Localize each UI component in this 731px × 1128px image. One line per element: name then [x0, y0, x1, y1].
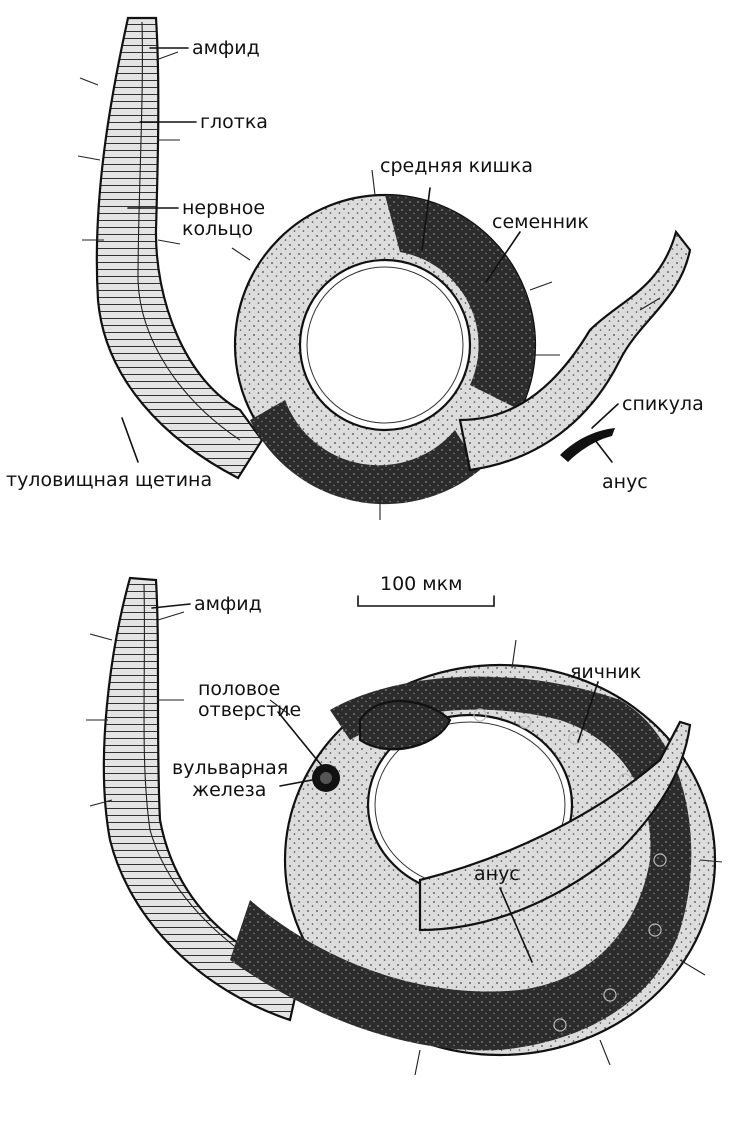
female-label-genital-line1: половое: [198, 678, 280, 700]
female-label-vulvar-line2: железа: [192, 779, 266, 801]
male-label-pharynx: глотка: [200, 111, 268, 133]
female-label-ovary: яичник: [570, 661, 641, 683]
female-label-vulvar-line1: вульварная: [172, 757, 288, 779]
male-label-nerve-ring-line1: нервное: [182, 197, 265, 219]
female-label-genital-line2: отверстие: [198, 699, 301, 721]
female-label-anus: анус: [474, 863, 520, 885]
male-label-spicule: спикула: [622, 393, 704, 415]
female-nematode: [86, 578, 722, 1075]
male-label-amphid: амфид: [192, 37, 260, 59]
male-spicule: [560, 428, 615, 462]
female-label-amphid: амфид: [194, 593, 262, 615]
scale-bar-label: 100 мкм: [380, 573, 462, 595]
male-label-midgut: средняя кишка: [380, 155, 533, 177]
male-anterior-body: [97, 18, 262, 478]
male-label-body-seta: туловищная щетина: [6, 469, 212, 491]
male-label-nerve-ring-line2: кольцо: [182, 218, 253, 240]
male-label-testis: семенник: [492, 211, 589, 233]
scale-bar: 100 мкм: [358, 573, 494, 606]
male-label-anus: анус: [602, 471, 648, 493]
